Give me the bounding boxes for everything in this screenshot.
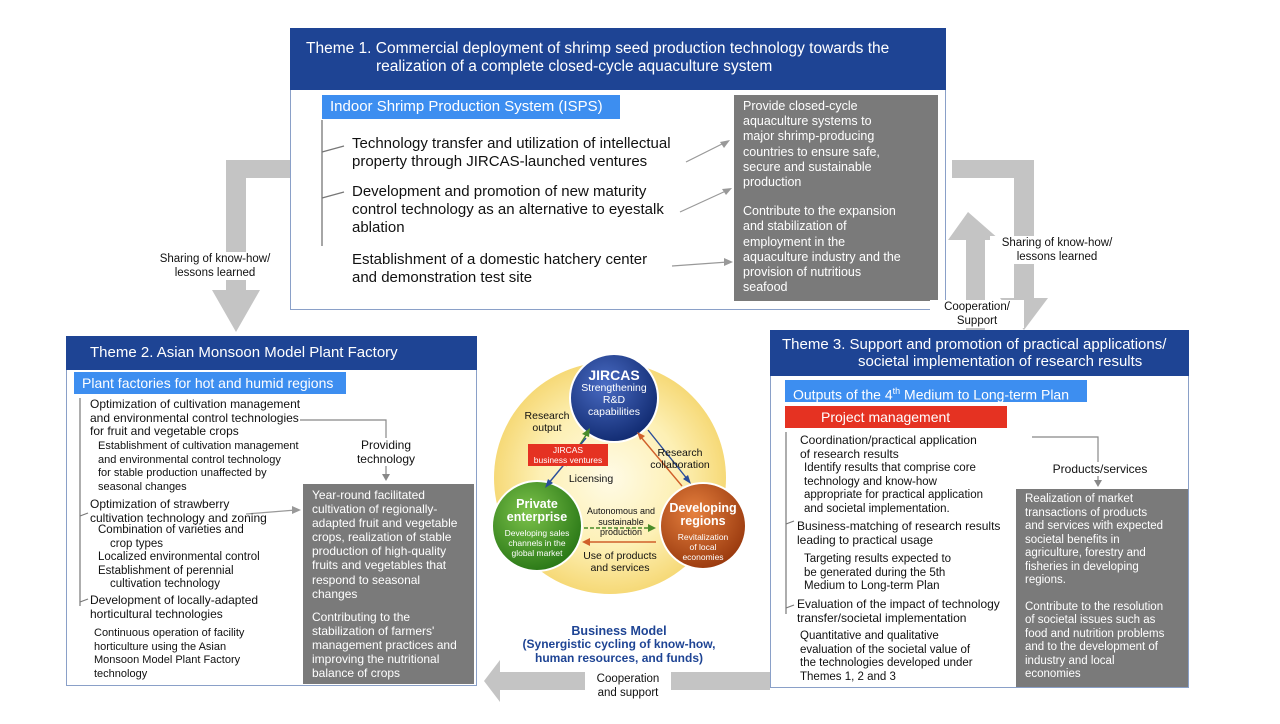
theme1-item-hatchery: Establishment of a domestic hatchery cen… xyxy=(352,251,648,286)
jircas-label: JIRCAS Strengthening R&D capabilities xyxy=(581,367,647,418)
theme2-subheading: Plant factories for hot and humid region… xyxy=(74,372,346,394)
licensing-label: Licensing xyxy=(568,473,614,485)
private-enterprise-circle xyxy=(491,480,583,572)
jircas-circle xyxy=(569,353,659,443)
sharing-label-left: Sharing of know-how/lessons learned xyxy=(150,252,280,280)
theme1-title-line1: Theme 1. Commercial deployment of shrimp… xyxy=(306,40,890,57)
cooperation-support-label: Cooperation/Support xyxy=(930,300,1024,328)
left-flow-arrow xyxy=(212,160,290,332)
theme3-header: Theme 3. Support and promotion of practi… xyxy=(770,330,1189,376)
project-management-header: Project management xyxy=(785,406,1007,428)
theme1-item-ip-transfer: Technology transfer and utilization of i… xyxy=(352,135,671,170)
developing-regions-circle xyxy=(659,482,747,570)
theme1-title-line2: realization of a complete closed-cycle a… xyxy=(376,58,773,75)
theme2-header: Theme 2. Asian Monsoon Model Plant Facto… xyxy=(66,336,477,370)
theme1-header: Theme 1. Commercial deployment of shrimp… xyxy=(290,28,946,90)
business-model-title: Business Model (Synergistic cycling of k… xyxy=(522,624,716,665)
theme3-subheading: Outputs of the 4th Medium to Long-term P… xyxy=(785,380,1087,403)
theme1-item-maturity-control: Development and promotion of new maturit… xyxy=(352,183,664,236)
theme2-item2-detail: Combination of varieties and crop types … xyxy=(98,524,260,590)
right-flow-arrow xyxy=(952,160,1048,330)
theme1-subheading: Indoor Shrimp Production System (ISPS) xyxy=(322,95,620,119)
sharing-label-right: Sharing of know-how/lessons learned xyxy=(990,236,1124,264)
products-services-label: Products/services xyxy=(1044,462,1156,476)
cooperation-up-arrow xyxy=(948,212,1000,330)
